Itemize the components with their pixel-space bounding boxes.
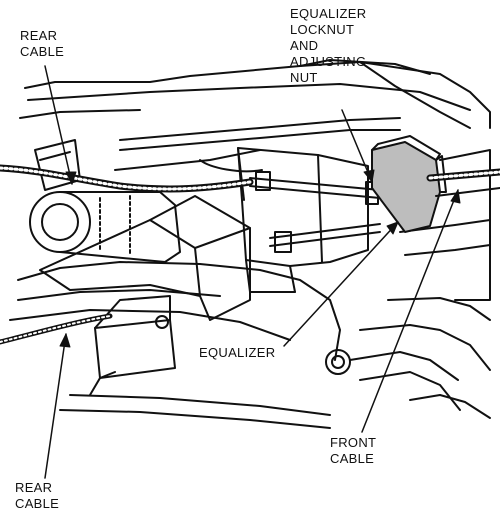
equalizer-plate — [371, 135, 447, 233]
cable-guide-box — [39, 195, 251, 321]
mounting-bracket — [94, 295, 176, 379]
mounting-bolt — [325, 349, 351, 375]
rear-cable-upper — [0, 164, 254, 193]
leader-rear-cable-bottom — [44, 333, 67, 479]
front-cable — [426, 168, 500, 197]
equalizer-rods — [249, 171, 381, 253]
callout-arrowheads — [59, 169, 461, 348]
callout-leaders — [44, 65, 459, 479]
leader-equalizer-nut — [341, 109, 373, 183]
rear-brake-drum — [29, 139, 181, 263]
equalizer-label: EQUALIZER — [199, 345, 276, 360]
leader-rear-cable-top — [44, 65, 73, 185]
vehicle-body-panel — [19, 59, 491, 129]
rear-cable-bottom-label: REAR CABLE — [15, 480, 60, 511]
rear-cable-lower — [0, 313, 113, 345]
front-cable-label: FRONT CABLE — [330, 435, 377, 466]
cross-member — [9, 261, 341, 429]
rear-cable-top-label: REAR CABLE — [20, 28, 65, 59]
equalizer-locknut-label: EQUALIZER LOCKNUT AND ADJUSTING NUT — [290, 6, 367, 85]
brake-lines — [114, 117, 401, 173]
leader-equalizer — [283, 221, 399, 347]
leader-front-cable — [361, 189, 459, 433]
